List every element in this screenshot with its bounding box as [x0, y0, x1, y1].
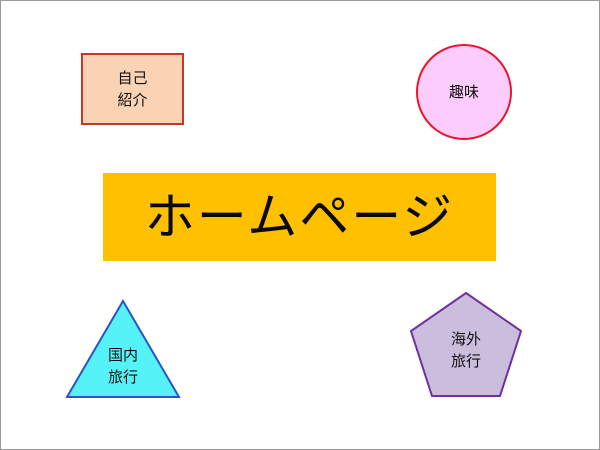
overseas-travel-label: 海外 旅行	[450, 330, 481, 370]
hobby-circle[interactable]: 趣味	[416, 44, 512, 140]
triangle-shape[interactable]	[65, 299, 181, 398]
self-intro-rectangle[interactable]: 自己 紹介	[81, 53, 184, 125]
homepage-title: ホームページ	[144, 188, 455, 246]
homepage-title-banner[interactable]: ホームページ	[103, 173, 496, 261]
domestic-travel-triangle[interactable]	[65, 299, 181, 399]
pentagon-shape[interactable]	[409, 291, 523, 397]
domestic-travel-label: 国内 旅行	[107, 346, 138, 386]
overseas-travel-pentagon[interactable]	[409, 291, 523, 399]
hobby-label: 趣味	[448, 83, 479, 101]
self-intro-label: 自己 紹介	[117, 69, 148, 109]
